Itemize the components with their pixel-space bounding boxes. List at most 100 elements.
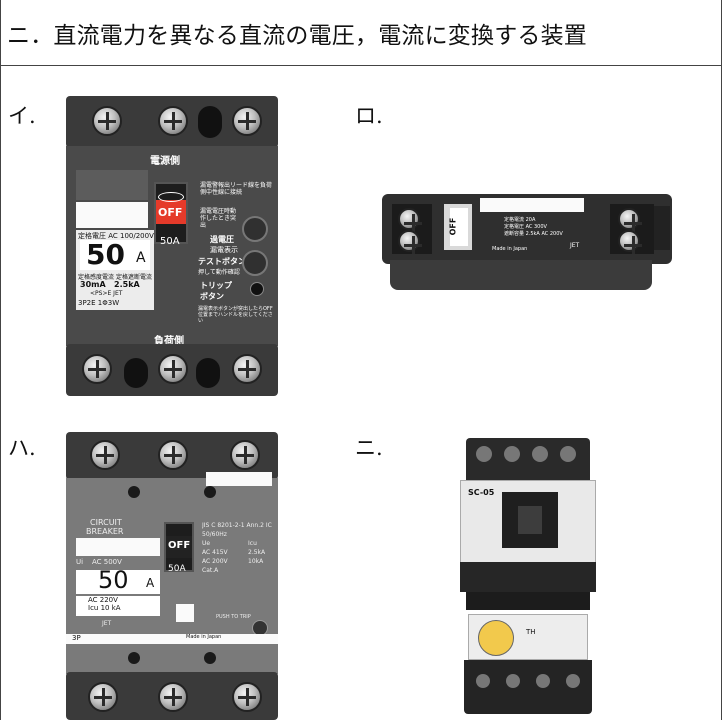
device-i-elcb[interactable]: 電源側 定格電圧 AC 100/200V 50 A 定格感度電流 定格遮断電流 … bbox=[66, 96, 278, 396]
voltage-2: AC 200V bbox=[202, 558, 228, 565]
terminal-hole bbox=[198, 106, 222, 138]
option-label-ha[interactable]: ハ. bbox=[8, 436, 36, 460]
test-title: テストボタン bbox=[198, 257, 246, 266]
device-ni-magnetic-switch[interactable]: SC-05 TH bbox=[460, 438, 596, 714]
terminal-screw-icon bbox=[476, 674, 490, 688]
terminal-screw-icon bbox=[232, 682, 262, 712]
rating-label: 定格電圧 AC 100/200V 50 A 定格感度電流 定格遮断電流 30mA… bbox=[76, 230, 154, 310]
blank-white-label bbox=[76, 538, 160, 556]
handle-amp: 50A bbox=[160, 236, 180, 247]
device-ro-small-breaker[interactable]: OFF 定格電流 20A 定格電圧 AC 300V 遮断容量 2.5kA AC … bbox=[382, 186, 672, 294]
title-line-1: CIRCUIT bbox=[90, 518, 122, 527]
bottom-strip bbox=[66, 634, 278, 644]
answer-row: ニ．直流電力を異なる直流の電圧，電流に変換する装置 bbox=[0, 0, 722, 66]
mount-hole bbox=[204, 652, 216, 664]
off-label: OFF bbox=[158, 206, 183, 219]
current-unit: A bbox=[146, 576, 155, 590]
breaker-side bbox=[390, 260, 652, 290]
option-label-ro[interactable]: ロ. bbox=[355, 104, 383, 128]
off-circle-icon bbox=[158, 192, 184, 202]
armature bbox=[518, 506, 542, 534]
terminal-screw-icon bbox=[88, 682, 118, 712]
test-button[interactable] bbox=[242, 250, 268, 276]
off-handle[interactable] bbox=[156, 200, 186, 224]
pse-mark: <PS>E JET bbox=[90, 290, 123, 297]
terminal-screw-icon bbox=[532, 446, 548, 462]
din-clip bbox=[654, 206, 670, 250]
off-handle[interactable] bbox=[450, 208, 468, 246]
made-in-japan: Made in Japan bbox=[186, 634, 222, 640]
terminal-screw-icon bbox=[536, 674, 550, 688]
handle-amp: 50A bbox=[168, 564, 186, 574]
off-handle[interactable] bbox=[166, 536, 192, 558]
current-box: 50 A bbox=[80, 238, 150, 271]
break-label: 定格遮断電流 bbox=[115, 274, 152, 281]
terminal-screw-icon bbox=[566, 674, 580, 688]
sens-value: 30mA bbox=[80, 280, 106, 289]
made-in-japan: Made in Japan bbox=[492, 246, 528, 252]
terminal-screw-icon bbox=[618, 208, 642, 232]
terminal-hole bbox=[196, 358, 220, 388]
line-side-label: 電源側 bbox=[150, 156, 180, 167]
pole-count: 3P bbox=[72, 634, 81, 642]
terminal-screw-icon bbox=[560, 446, 576, 462]
terminal-screw-icon bbox=[504, 446, 520, 462]
lead-note: 漏電警報出リード線を負荷側中性線に接続 bbox=[200, 182, 273, 196]
leak-title: 過電圧 bbox=[210, 235, 234, 244]
icu-1: 2.5kA bbox=[248, 549, 266, 556]
option-label-i[interactable]: イ. bbox=[8, 104, 36, 128]
leak-title2: 漏電表示 bbox=[210, 246, 238, 254]
mount-hole bbox=[204, 486, 216, 498]
leak-indicator-button[interactable] bbox=[242, 216, 268, 242]
blank-square-label bbox=[176, 604, 194, 622]
ue-label: Ue bbox=[202, 540, 211, 547]
model-code: 3P2E 1Φ3W bbox=[78, 299, 120, 307]
off-label: OFF bbox=[168, 540, 191, 551]
mount-hole bbox=[128, 486, 140, 498]
answer-text: ニ．直流電力を異なる直流の電圧，電流に変換する装置 bbox=[7, 23, 587, 49]
sub-rating-box: AC 220V Icu 10 kA bbox=[76, 596, 160, 616]
blank-label bbox=[480, 198, 584, 212]
title-line-2: BREAKER bbox=[86, 527, 124, 536]
jet-mark: JET bbox=[102, 620, 112, 627]
ui-label: Ui bbox=[76, 558, 84, 566]
terminal-screw-icon bbox=[158, 440, 188, 470]
sub-rating-2: Icu 10 kA bbox=[88, 604, 121, 612]
break-value: 2.5kA bbox=[114, 280, 140, 289]
current-unit: A bbox=[136, 250, 146, 266]
rating-voltage: AC 100/200V bbox=[108, 232, 154, 240]
current-value: 50 bbox=[98, 566, 129, 594]
terminal-screw-icon bbox=[398, 208, 422, 232]
terminal-screw-icon bbox=[230, 440, 260, 470]
ui-row: Ui AC 500V bbox=[76, 558, 160, 570]
terminal-screw-icon bbox=[90, 440, 120, 470]
device-ha-circuit-breaker[interactable]: CIRCUIT BREAKER Ui AC 500V 50 A AC 220V … bbox=[66, 432, 278, 720]
standard-label: JIS C 8201-2-1 Ann.2 IC bbox=[202, 522, 272, 529]
test-sub: 押して動作確認 bbox=[198, 269, 240, 276]
voltage-1: AC 415V bbox=[202, 549, 228, 556]
off-label: OFF bbox=[448, 217, 458, 236]
adjust-dial-icon[interactable] bbox=[478, 620, 514, 656]
terminal-screw-icon bbox=[398, 230, 422, 254]
terminal-screw-icon bbox=[476, 446, 492, 462]
frequency-label: 50/60Hz bbox=[202, 531, 227, 538]
category-label: Cat.A bbox=[202, 567, 219, 574]
current-value: 50 bbox=[86, 238, 125, 271]
blank-white-label bbox=[76, 202, 148, 228]
trip-title: トリップ bbox=[200, 281, 232, 290]
jet-mark: JET bbox=[570, 242, 580, 249]
blank-panel bbox=[76, 170, 148, 200]
spec-line-2: 定格電圧 AC 300V bbox=[504, 224, 547, 230]
option-label-ni[interactable]: ニ. bbox=[355, 436, 383, 460]
ui-value: AC 500V bbox=[91, 558, 122, 566]
load-side-label: 負荷側 bbox=[154, 336, 184, 347]
current-box: 50 A bbox=[76, 566, 160, 594]
sens-label: 定格感度電流 bbox=[78, 274, 115, 281]
terminal-screw-icon bbox=[92, 106, 122, 136]
model-label: SC-05 bbox=[468, 488, 495, 497]
mount-hole bbox=[128, 652, 140, 664]
sub-rating-1: AC 220V bbox=[88, 596, 118, 604]
spec-line-1: 定格電流 20A bbox=[504, 217, 536, 223]
trip-button[interactable] bbox=[250, 282, 264, 296]
